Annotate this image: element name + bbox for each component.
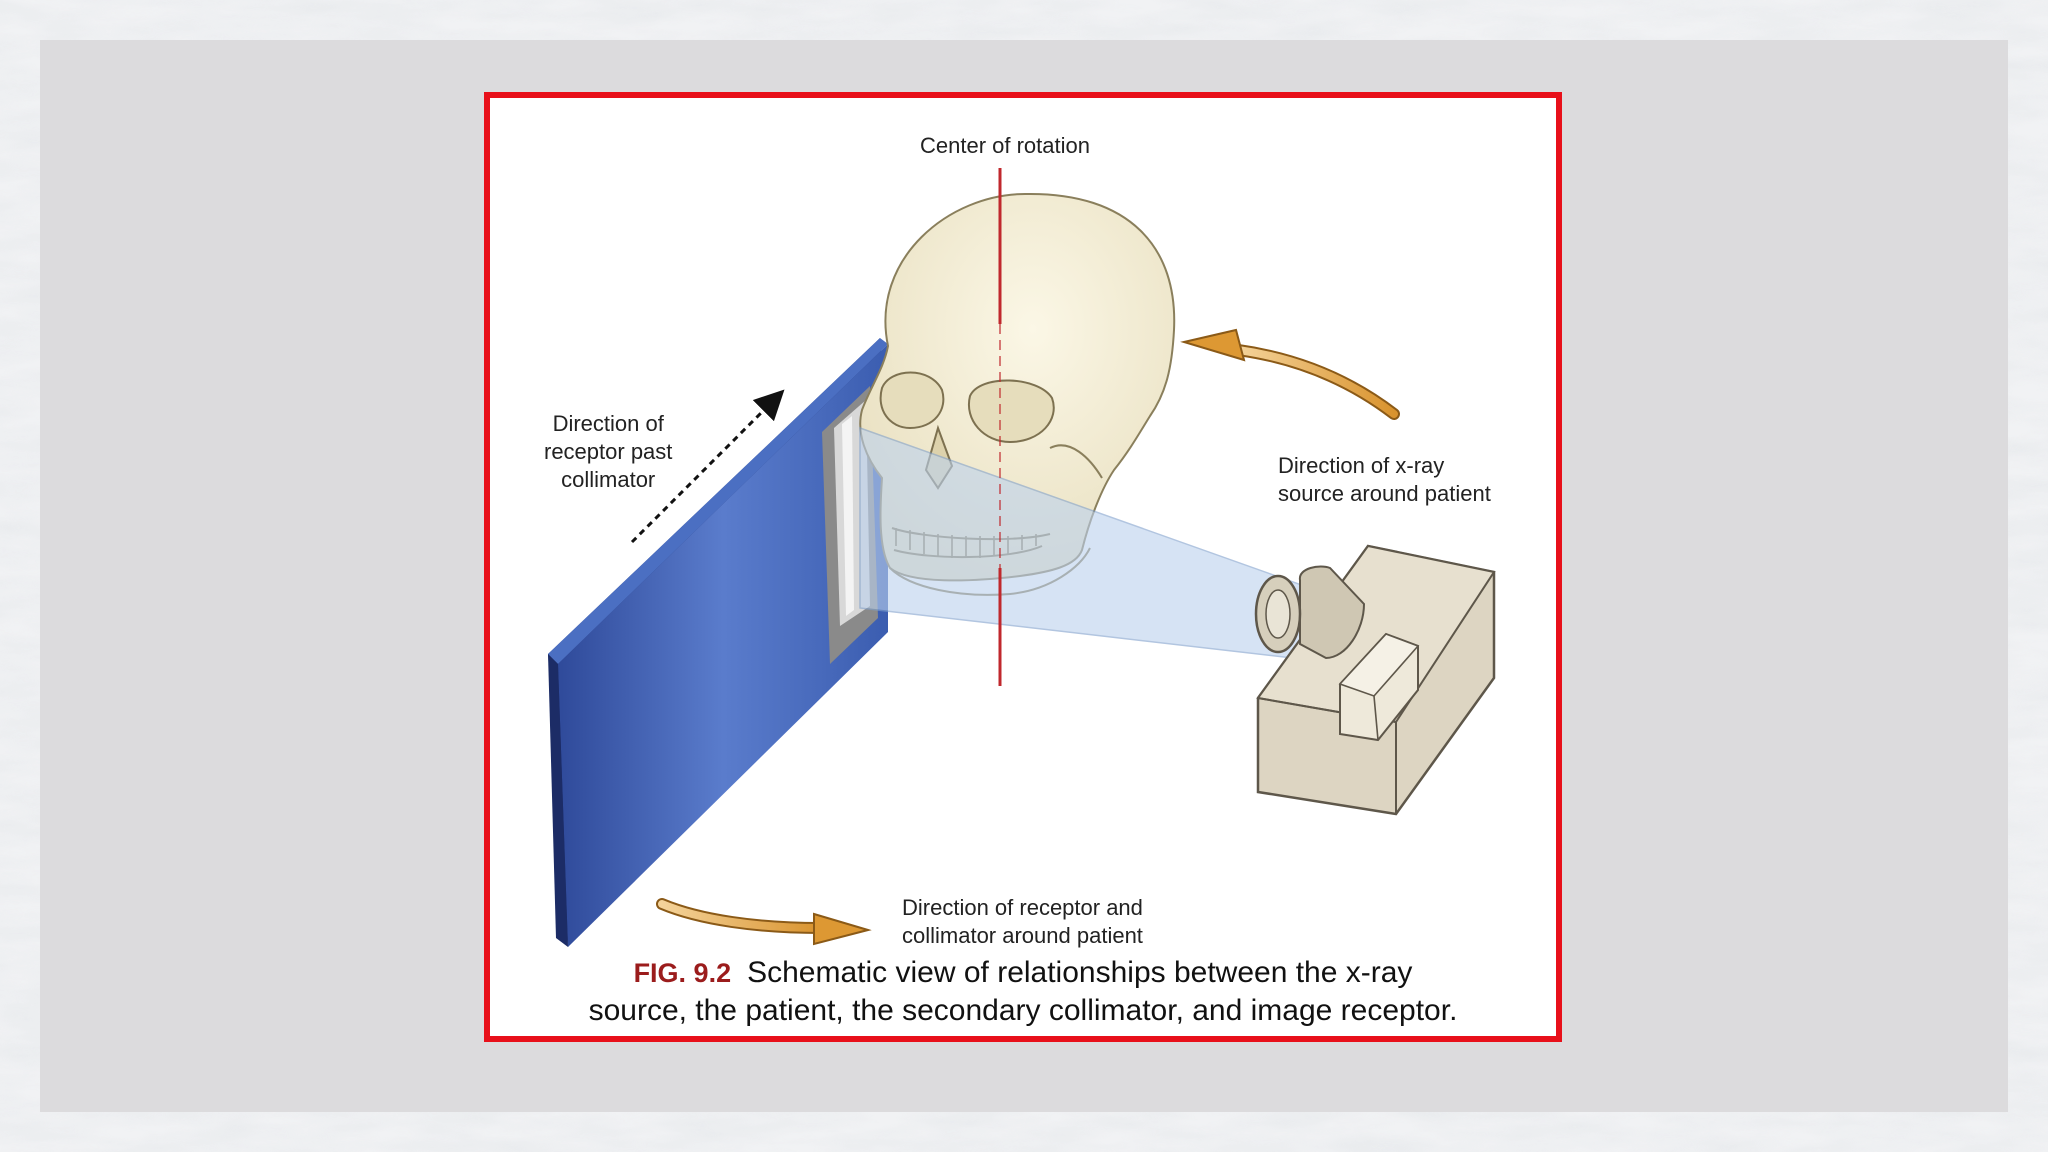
receptor-collimator-direction-label: Direction of receptor and collimator aro… (902, 895, 1143, 948)
xray-tube-icon (1254, 544, 1496, 816)
center-of-rotation-label: Center of rotation (920, 133, 1090, 158)
xray-source-direction-label: Direction of x-ray source around patient (1278, 453, 1491, 506)
caption-line-2: source, the patient, the secondary colli… (588, 994, 1458, 1027)
dashed-arrow-icon (630, 389, 785, 544)
figure-caption: FIG. 9.2 Schematic view of relationships … (490, 954, 1556, 1030)
curved-arrow-icon (1180, 328, 1400, 420)
figure-number: FIG. 9.2 (633, 958, 732, 988)
curved-arrow-icon (656, 898, 872, 946)
receptor-direction-label: Direction of receptor past collimator (544, 411, 673, 492)
receptor-plate-icon (548, 338, 888, 947)
xray-schematic-diagram (548, 168, 1496, 947)
figure-frame: Center of rotation Direction of receptor… (484, 92, 1562, 1042)
caption-line-1: Schematic view of relationships between … (747, 956, 1413, 989)
